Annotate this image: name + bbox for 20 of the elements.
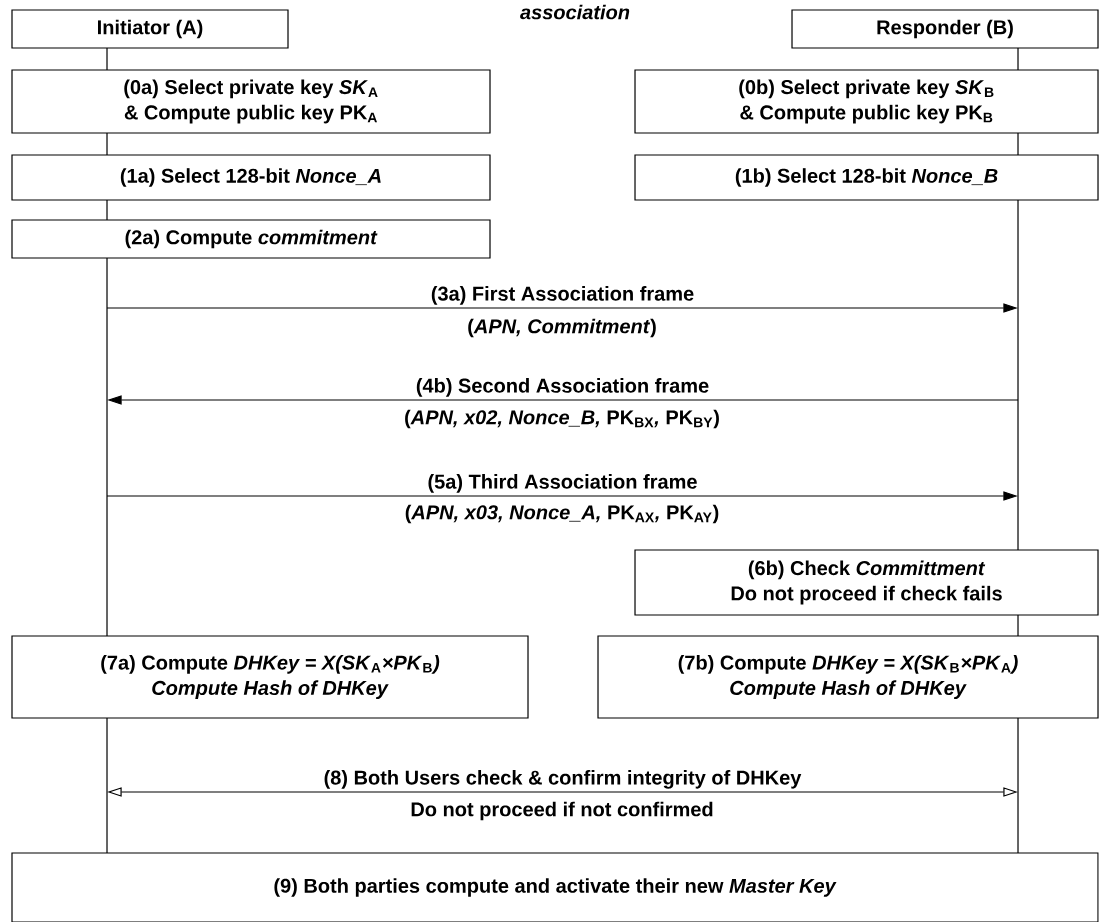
edge-label: (8) Both Users check & confirm integrity of DHKey xyxy=(324,770,802,789)
process-box: (9) Both parties compute and activate their new Master Key xyxy=(11,852,1099,922)
process-box: (0b) Select private key SK$_{B}$ & Compute public key PK$_{B}$ xyxy=(634,69,1099,134)
message-parameters: Do not proceed if not confirmed xyxy=(411,801,713,821)
message-parameters: (APN, x03, Nonce_A, PK$_{AX}$, PK$_{AY}$) xyxy=(405,504,719,524)
process-box: (1a) Select 128-bit Nonce_A xyxy=(11,154,491,201)
process-box: (0a) Select private key SK$_{A}$ & Compute public key PK$_{A}$ xyxy=(11,69,491,134)
participant-box: Initiator (A) xyxy=(11,9,289,49)
process-box: (1b) Select 128-bit Nonce_B xyxy=(634,154,1099,201)
edge-label: (4b) Second Association frame xyxy=(416,378,709,397)
edge-label: (3a) First Association frame xyxy=(431,286,694,305)
process-box: (2a) Compute commitment xyxy=(11,219,491,259)
process-box: (7b) Compute DHKey = X(SK$_{B}$×PK$_{A}$) Compute Hash of DHKey xyxy=(597,635,1099,719)
participant-box: Responder (B) xyxy=(791,9,1099,49)
edge-label: (5a) Third Association frame xyxy=(428,474,697,493)
message-parameters: (APN, x02, Nonce_B, PK$_{BX}$, PK$_{BY}$) xyxy=(405,409,719,429)
message-parameters: (APN, Commitment) xyxy=(468,318,656,338)
title: association xyxy=(520,4,630,20)
process-box: (6b) Check Committment Do not proceed if check fails xyxy=(634,549,1099,616)
process-box: (7a) Compute DHKey = X(SK$_{A}$×PK$_{B}$) Compute Hash of DHKey xyxy=(11,635,529,719)
